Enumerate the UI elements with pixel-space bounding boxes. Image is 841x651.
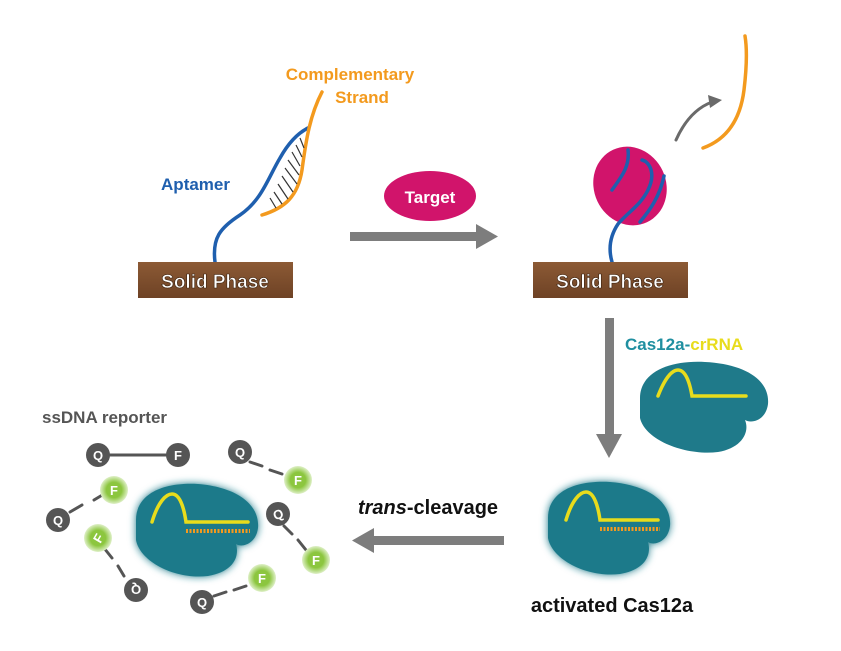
quencher-5-label: Q — [197, 595, 207, 610]
crrna-free — [656, 368, 748, 398]
cas12a-addition-arrow: Cas12a-crRNA — [596, 318, 769, 458]
release-arrow — [674, 100, 714, 142]
cleaved-quencher-2: Q — [124, 578, 148, 602]
activated-cas12a-label: activated Cas12a — [531, 595, 694, 617]
cas12a-text: Cas12a — [625, 335, 685, 354]
free-fluorophore-4: F — [302, 546, 330, 574]
fluorophore-4-label: F — [312, 553, 320, 568]
trans-italic-text: trans — [358, 497, 407, 519]
aptamer-strand — [212, 126, 310, 264]
target-molecule — [384, 171, 476, 221]
cleaved-quencher-3: Q — [228, 440, 252, 464]
released-complementary-strand — [701, 34, 749, 150]
free-fluorophore-5: F — [248, 564, 276, 592]
cleaved-quencher-5: Q — [190, 590, 214, 614]
complementary-strand-label-line1: Complementary — [286, 65, 415, 84]
intact-fluorophore-label: F — [174, 448, 182, 463]
target-addition-arrow: Target — [350, 171, 498, 249]
fluorophore-5-label: F — [258, 571, 266, 586]
hybridization-rungs — [269, 137, 305, 209]
cleavage-text: -cleavage — [407, 497, 498, 519]
solid-phase-right — [533, 262, 688, 298]
trans-cleavage-label: trans-cleavage — [358, 497, 498, 519]
free-fluorophore-2: F — [84, 524, 112, 552]
cluster-crrna — [150, 492, 250, 524]
quencher-3-label: Q — [235, 445, 245, 460]
ssdna-reporter-label: ssDNA reporter — [42, 408, 167, 427]
crrna-activated — [564, 490, 660, 522]
cas12a-protein-activated — [548, 481, 671, 575]
bound-target — [593, 146, 667, 226]
reporter-cleavage-cluster: ssDNA reporter Q F Q — [42, 408, 330, 614]
target-label: Target — [405, 188, 456, 207]
quencher-2-label: Q — [131, 582, 141, 597]
free-fluorophore-1: F — [100, 476, 128, 504]
fluorophore-3-label: F — [294, 473, 302, 488]
free-fluorophore-3: F — [284, 466, 312, 494]
complementary-strand — [260, 90, 324, 217]
solid-phase-left-label: Solid Phase — [161, 272, 269, 293]
cleaved-quencher-4: Q — [266, 502, 290, 526]
fluorophore-1-label: F — [110, 483, 118, 498]
crrna-text: crRNA — [690, 335, 743, 354]
complementary-strand-label-line2: Strand — [335, 88, 389, 107]
quencher-1-label: Q — [53, 513, 63, 528]
activated-cas12a-complex: activated Cas12a — [531, 481, 694, 617]
intact-quencher-label: Q — [93, 448, 103, 463]
quencher-4-label: Q — [271, 506, 286, 524]
solid-phase-left — [138, 262, 293, 298]
step2-target-bound: Solid Phase — [533, 34, 749, 298]
aptamer-label: Aptamer — [161, 175, 230, 194]
trans-cleavage-arrow: trans-cleavage — [352, 497, 504, 553]
cleaved-quencher-1: Q — [46, 508, 70, 532]
solid-phase-right-label: Solid Phase — [556, 272, 664, 293]
bound-aptamer-strand — [608, 148, 666, 264]
intact-reporter: Q F — [86, 443, 190, 467]
step1-aptamer-duplex: Complementary Strand Aptamer Solid Phase — [138, 65, 415, 298]
cas12a-protein-free — [640, 361, 769, 453]
dash-text: - — [685, 335, 691, 354]
cas12a-crrna-label: Cas12a-crRNA — [625, 335, 743, 354]
